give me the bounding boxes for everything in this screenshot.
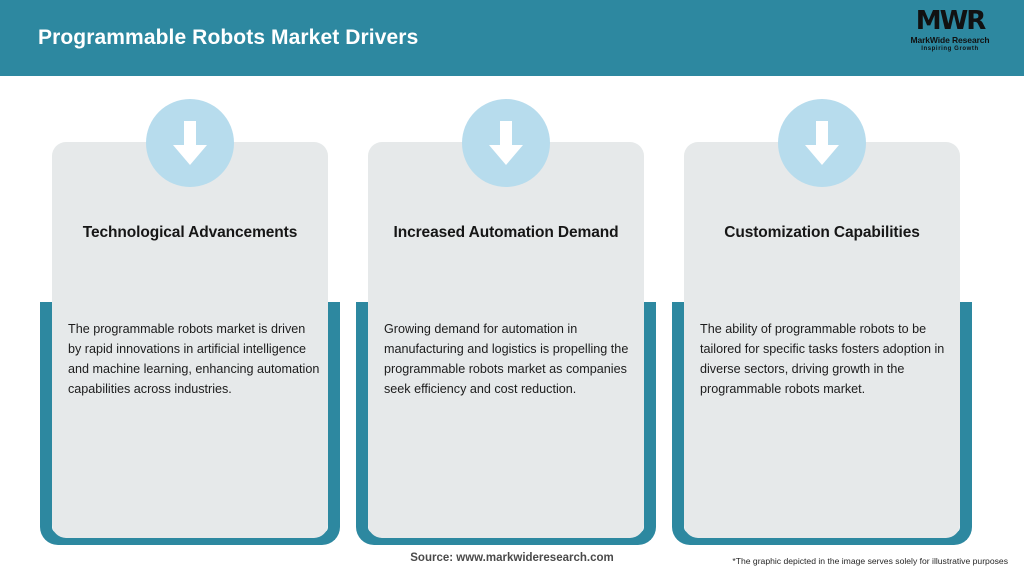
logo-monogram: MWR xyxy=(915,6,987,36)
brand-logo: MWR MarkWide Research Inspiring Growth xyxy=(894,8,1006,60)
driver-card-2: Increased Automation Demand Growing dema… xyxy=(356,76,656,546)
driver-card-1: Technological Advancements The programma… xyxy=(40,76,340,546)
card-description: The ability of programmable robots to be… xyxy=(700,322,945,396)
card-accent-frame xyxy=(356,302,656,545)
card-description: Growing demand for automation in manufac… xyxy=(384,322,629,396)
arrow-down-icon xyxy=(778,99,866,187)
arrow-down-icon xyxy=(146,99,234,187)
logo-tagline: Inspiring Growth xyxy=(921,46,979,52)
disclaimer-note: *The graphic depicted in the image serve… xyxy=(732,556,1008,566)
arrow-down-icon xyxy=(462,99,550,187)
card-title: Customization Capabilities xyxy=(724,224,920,241)
source-label: Source: www.markwideresearch.com xyxy=(410,552,614,564)
logo-company-name: MarkWide Research xyxy=(910,35,990,45)
card-title: Increased Automation Demand xyxy=(393,224,619,241)
card-panel: Customization Capabilities The ability o… xyxy=(684,142,960,538)
page-title: Programmable Robots Market Drivers xyxy=(38,26,419,49)
header-bar: Programmable Robots Market Drivers MWR M… xyxy=(0,0,1024,76)
card-panel: Increased Automation Demand Growing dema… xyxy=(368,142,644,538)
card-panel: Technological Advancements The programma… xyxy=(52,142,328,538)
card-description: The programmable robots market is driven… xyxy=(68,322,320,396)
driver-card-3: Customization Capabilities The ability o… xyxy=(672,76,972,546)
card-title: Technological Advancements xyxy=(82,224,298,241)
driver-cards-container: Technological Advancements The programma… xyxy=(0,76,1024,546)
